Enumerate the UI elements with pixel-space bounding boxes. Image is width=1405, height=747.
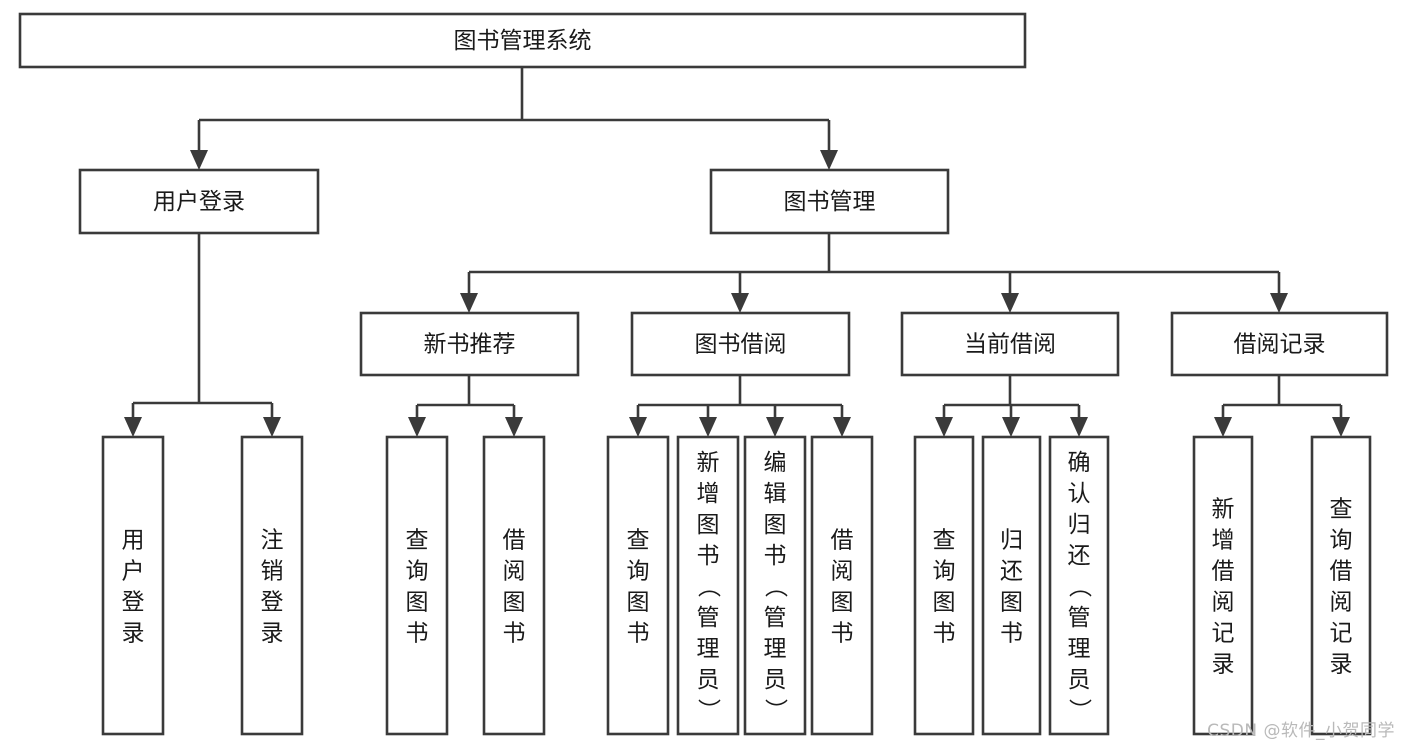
- node-box[interactable]: [1192, 435, 1254, 736]
- arrow-head-icon: [731, 293, 749, 313]
- node-label: 图书借阅: [695, 332, 787, 358]
- node-box[interactable]: [240, 435, 304, 736]
- node-box[interactable]: [18, 12, 1027, 69]
- arrow-head-icon: [699, 417, 717, 437]
- node-root[interactable]: 图书管理系统: [18, 12, 1027, 69]
- node-box[interactable]: [1048, 435, 1110, 736]
- node-leaf-query-book[interactable]: 查询图书: [606, 435, 670, 736]
- node-label: 编辑图书（管理员）: [764, 450, 789, 724]
- node-label: 借阅图书: [503, 528, 526, 647]
- arrow-head-icon: [629, 417, 647, 437]
- node-label: 确认归还（管理员）: [1068, 450, 1093, 724]
- node-box[interactable]: [709, 168, 950, 235]
- arrow-head-icon: [124, 417, 142, 437]
- node-box[interactable]: [385, 435, 449, 736]
- node-label: 用户登录: [122, 528, 145, 647]
- edge-group-book-manage: [460, 233, 1288, 313]
- node-label: 查询借阅记录: [1330, 497, 1353, 678]
- arrow-head-icon: [190, 150, 208, 170]
- nodes-layer: 图书管理系统用户登录图书管理新书推荐图书借阅当前借阅借阅记录用户登录注销登录查询…: [18, 12, 1389, 736]
- node-box[interactable]: [913, 435, 975, 736]
- node-label: 图书管理: [784, 189, 876, 215]
- node-label: 新增图书（管理员）: [697, 450, 722, 724]
- node-leaf-borrow-book-rec[interactable]: 借阅图书: [482, 435, 546, 736]
- edge-group-root: [190, 67, 838, 170]
- edge-group-current-borrow: [935, 375, 1088, 437]
- node-leaf-query-book-cur[interactable]: 查询图书: [913, 435, 975, 736]
- node-leaf-add-book[interactable]: 新增图书（管理员）: [676, 435, 740, 736]
- node-box[interactable]: [606, 435, 670, 736]
- node-leaf-borrow-book[interactable]: 借阅图书: [810, 435, 874, 736]
- node-box[interactable]: [810, 435, 874, 736]
- arrow-head-icon: [505, 417, 523, 437]
- node-box[interactable]: [900, 311, 1120, 377]
- node-label: 借阅记录: [1234, 332, 1326, 358]
- edge-group-user-login: [124, 233, 281, 437]
- node-label: 用户登录: [153, 189, 245, 215]
- node-label: 归还图书: [1000, 528, 1023, 647]
- node-label: 新增借阅记录: [1212, 497, 1235, 678]
- arrow-head-icon: [766, 417, 784, 437]
- node-box[interactable]: [630, 311, 851, 377]
- node-new-book-rec[interactable]: 新书推荐: [359, 311, 580, 377]
- node-leaf-add-record[interactable]: 新增借阅记录: [1192, 435, 1254, 736]
- node-leaf-return-book[interactable]: 归还图书: [981, 435, 1042, 736]
- node-leaf-confirm-return[interactable]: 确认归还（管理员）: [1048, 435, 1110, 736]
- node-leaf-edit-book[interactable]: 编辑图书（管理员）: [743, 435, 807, 736]
- node-user-login[interactable]: 用户登录: [78, 168, 320, 235]
- arrow-head-icon: [408, 417, 426, 437]
- arrow-head-icon: [1001, 293, 1019, 313]
- node-label: 查询图书: [933, 528, 956, 647]
- node-label: 查询图书: [406, 528, 429, 647]
- node-leaf-query-record[interactable]: 查询借阅记录: [1310, 435, 1372, 736]
- arrow-head-icon: [460, 293, 478, 313]
- node-box[interactable]: [78, 168, 320, 235]
- node-label: 借阅图书: [831, 528, 854, 647]
- node-book-manage[interactable]: 图书管理: [709, 168, 950, 235]
- arrow-head-icon: [263, 417, 281, 437]
- edges-layer: [124, 67, 1350, 437]
- edge-group-new-book-rec: [408, 375, 523, 437]
- arrow-head-icon: [935, 417, 953, 437]
- node-book-borrow[interactable]: 图书借阅: [630, 311, 851, 377]
- watermark-label: CSDN @软件_小贺同学: [1207, 721, 1395, 741]
- node-borrow-record[interactable]: 借阅记录: [1170, 311, 1389, 377]
- node-box[interactable]: [981, 435, 1042, 736]
- node-box[interactable]: [359, 311, 580, 377]
- node-label: 查询图书: [627, 528, 650, 647]
- node-leaf-user-logout[interactable]: 注销登录: [240, 435, 304, 736]
- arrow-head-icon: [1070, 417, 1088, 437]
- arrow-head-icon: [820, 150, 838, 170]
- arrow-head-icon: [1002, 417, 1020, 437]
- node-label: 新书推荐: [424, 332, 516, 358]
- node-leaf-query-book-rec[interactable]: 查询图书: [385, 435, 449, 736]
- node-box[interactable]: [743, 435, 807, 736]
- arrow-head-icon: [1270, 293, 1288, 313]
- arrow-head-icon: [1214, 417, 1232, 437]
- node-label: 当前借阅: [964, 332, 1056, 358]
- node-box[interactable]: [1310, 435, 1372, 736]
- edge-group-book-borrow: [629, 375, 851, 437]
- node-label: 注销登录: [261, 528, 284, 647]
- arrow-head-icon: [833, 417, 851, 437]
- node-leaf-user-login[interactable]: 用户登录: [101, 435, 165, 736]
- node-current-borrow[interactable]: 当前借阅: [900, 311, 1120, 377]
- node-box[interactable]: [676, 435, 740, 736]
- node-box[interactable]: [482, 435, 546, 736]
- edge-group-borrow-record: [1214, 375, 1350, 437]
- node-box[interactable]: [101, 435, 165, 736]
- node-label: 图书管理系统: [454, 28, 592, 54]
- node-box[interactable]: [1170, 311, 1389, 377]
- arrow-head-icon: [1332, 417, 1350, 437]
